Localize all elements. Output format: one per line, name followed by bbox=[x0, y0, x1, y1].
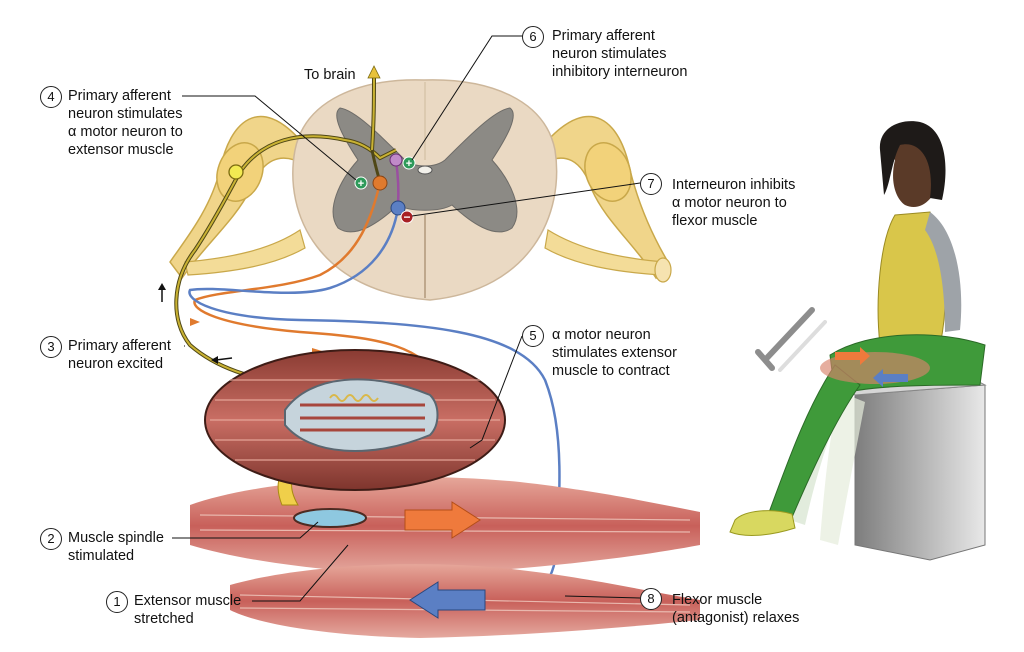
muscle-spindle-highlight bbox=[293, 508, 367, 528]
flexor-motor-neuron bbox=[390, 200, 406, 216]
shoe bbox=[729, 510, 796, 536]
step-label-7: Interneuron inhibits α motor neuron to f… bbox=[672, 177, 796, 229]
ascending-branch-inner bbox=[371, 71, 375, 151]
step-number-8: 8 bbox=[640, 588, 662, 610]
step-label-5: α motor neuron stimulates extensor muscl… bbox=[552, 327, 677, 379]
hair bbox=[879, 121, 946, 200]
contract-arrow bbox=[404, 501, 481, 539]
extensor-motor-neuron bbox=[372, 175, 388, 191]
leader-2 bbox=[172, 521, 319, 539]
leader-8 bbox=[564, 595, 641, 599]
stool-box bbox=[854, 384, 986, 561]
relax-arrow bbox=[409, 581, 486, 619]
to-brain-arrowhead bbox=[367, 65, 381, 79]
reflex-hammer bbox=[755, 307, 815, 371]
orange-impulse-arrow-1 bbox=[190, 318, 200, 326]
left-ventral-root bbox=[184, 229, 306, 276]
sensory-cell-body bbox=[228, 164, 244, 180]
ghost-leg-2 bbox=[820, 392, 865, 545]
right-ganglion bbox=[584, 142, 632, 202]
svg-text:+: + bbox=[406, 158, 412, 170]
leader-6 bbox=[411, 35, 523, 161]
to-brain-label: To brain bbox=[304, 67, 356, 83]
spindle-capsule bbox=[284, 378, 439, 452]
spindle-magnification bbox=[204, 349, 506, 491]
svg-text:+: + bbox=[358, 178, 364, 190]
hammer-shadow bbox=[778, 320, 827, 372]
step-label-3: Primary afferent neuron excited bbox=[68, 338, 171, 372]
leg-orange-arrow bbox=[835, 347, 870, 365]
central-canal bbox=[417, 165, 433, 175]
seated-person-illustration bbox=[729, 121, 987, 561]
neuron-cell-bodies bbox=[228, 153, 406, 216]
right-nerve-cut-end bbox=[654, 257, 672, 283]
step-label-2: Muscle spindle stimulated bbox=[68, 530, 164, 564]
interneuron-cell-body bbox=[389, 153, 403, 167]
left-arrow bbox=[215, 357, 233, 361]
leader-1 bbox=[252, 544, 349, 602]
inhibitory-synapse-7 bbox=[400, 210, 414, 224]
leader-lines bbox=[172, 35, 641, 602]
step-number-7: 7 bbox=[640, 173, 662, 195]
leader-7 bbox=[411, 182, 641, 217]
step-number-5: 5 bbox=[522, 325, 544, 347]
primary-afferent-fiber-inner bbox=[175, 135, 397, 396]
leader-5 bbox=[469, 335, 523, 449]
step-label-8: Flexor muscle (antagonist) relaxes bbox=[672, 592, 800, 626]
step-label-4: Primary afferent neuron stimulates α mot… bbox=[68, 88, 183, 158]
step-number-1: 1 bbox=[106, 591, 128, 613]
spinal-cord-section bbox=[169, 79, 672, 301]
svg-text:−: − bbox=[403, 210, 410, 224]
leader-4 bbox=[182, 95, 357, 181]
muscle-group bbox=[190, 444, 700, 638]
step-number-3: 3 bbox=[40, 336, 62, 358]
step-number-2: 2 bbox=[40, 528, 62, 550]
sleeve bbox=[925, 212, 962, 332]
step-label-1: Extensor muscle stretched bbox=[134, 593, 242, 627]
step-number-4: 4 bbox=[40, 86, 62, 108]
leg-blue-arrow bbox=[873, 369, 908, 387]
step-number-6: 6 bbox=[522, 26, 544, 48]
intrafusal-fibers bbox=[300, 403, 425, 432]
step-label-6: Primary afferent neuron stimulates inhib… bbox=[552, 28, 688, 80]
excitatory-synapse-4 bbox=[354, 176, 368, 190]
annulospiral-ending bbox=[329, 394, 379, 402]
